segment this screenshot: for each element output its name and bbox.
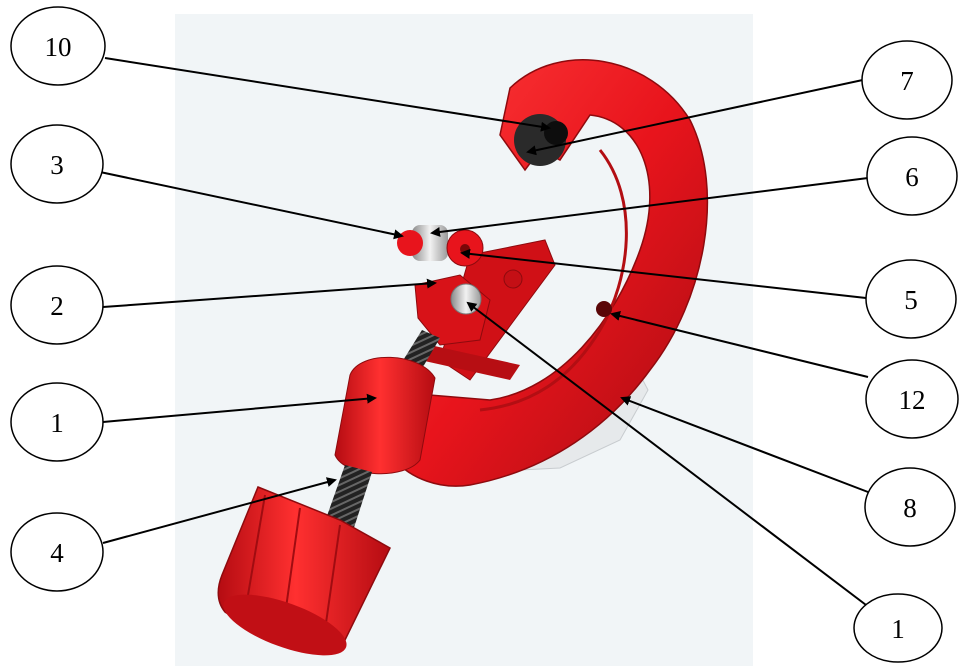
callout-label: 3 bbox=[50, 150, 64, 180]
leader-8 bbox=[620, 396, 869, 493]
slide-rail-edge bbox=[420, 345, 520, 380]
callout-1-right: 1 bbox=[853, 593, 943, 663]
handle-knob-grip-3 bbox=[324, 524, 341, 631]
leader-10 bbox=[104, 57, 551, 132]
leader-7 bbox=[526, 77, 873, 156]
callout-label: 4 bbox=[50, 538, 64, 568]
leader-1b bbox=[466, 301, 871, 609]
cutter-wheel-hub bbox=[544, 121, 568, 145]
handle-knob-end bbox=[223, 594, 347, 656]
callout-label: 7 bbox=[900, 66, 914, 96]
callout-5: 5 bbox=[865, 259, 957, 339]
leader-2 bbox=[102, 278, 437, 308]
callout-label: 1 bbox=[50, 408, 64, 438]
callout-label: 10 bbox=[45, 32, 72, 62]
handle-knob-grip-2 bbox=[284, 507, 301, 616]
callout-label: 8 bbox=[903, 493, 917, 523]
c-frame-groove bbox=[479, 149, 628, 412]
leader-12 bbox=[610, 311, 869, 378]
callout-8: 8 bbox=[864, 467, 956, 547]
upper-roller-cap bbox=[397, 230, 423, 256]
leader-lines bbox=[99, 57, 873, 609]
handle-knob-grip-1 bbox=[247, 494, 266, 596]
callout-label: 6 bbox=[905, 162, 919, 192]
frame-hole bbox=[596, 301, 612, 317]
callout-4: 4 bbox=[10, 512, 104, 592]
callout-label: 1 bbox=[891, 614, 905, 644]
c-frame-body bbox=[394, 59, 709, 487]
leader-6 bbox=[430, 177, 869, 237]
callout-markers: 10 7 3 6 2 5 12 1 bbox=[10, 6, 959, 663]
barrel-nut bbox=[334, 356, 436, 475]
callout-7: 7 bbox=[861, 40, 953, 120]
callout-label: 5 bbox=[904, 285, 918, 315]
callout-label: 2 bbox=[50, 291, 64, 321]
callout-1-left: 1 bbox=[10, 382, 104, 462]
leader-1a bbox=[102, 393, 377, 423]
leader-3 bbox=[99, 171, 404, 240]
callout-12: 12 bbox=[865, 359, 959, 439]
callout-2: 2 bbox=[10, 265, 104, 345]
callout-6: 6 bbox=[866, 136, 958, 216]
upper-bolt bbox=[503, 269, 523, 289]
callout-10: 10 bbox=[10, 6, 106, 86]
callout-label: 12 bbox=[899, 385, 926, 415]
callout-3: 3 bbox=[10, 124, 104, 204]
leader-4 bbox=[102, 477, 337, 544]
leader-5 bbox=[460, 248, 867, 299]
